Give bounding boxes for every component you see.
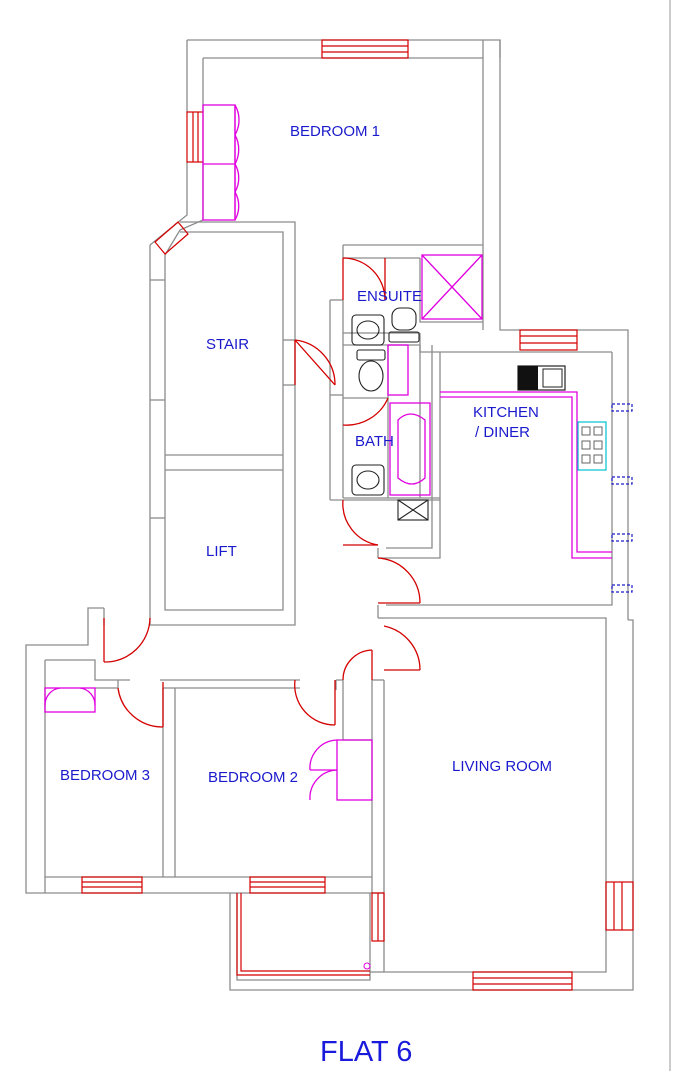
label-bath: BATH [355, 433, 394, 450]
label-diner: / DINER [475, 424, 530, 441]
label-ensuite: ENSUITE [357, 288, 422, 305]
kitchen-fixtures [517, 365, 633, 593]
plan-title: FLAT 6 [320, 1036, 412, 1068]
doors [103, 257, 421, 728]
walls [25, 39, 634, 991]
label-bedroom-3: BEDROOM 3 [60, 767, 150, 784]
room-labels: BEDROOM 1 ENSUITE STAIR BATH KITCHEN / D… [60, 123, 552, 786]
label-living-room: LIVING ROOM [452, 758, 552, 775]
sanitary-fixtures [351, 307, 429, 521]
label-stair: STAIR [206, 336, 249, 353]
wardrobes [44, 104, 612, 801]
windows [81, 39, 634, 991]
riser-shaft [421, 254, 483, 320]
label-kitchen: KITCHEN [473, 404, 539, 421]
label-lift: LIFT [206, 543, 237, 560]
label-bedroom-1: BEDROOM 1 [290, 123, 380, 140]
label-bedroom-2: BEDROOM 2 [208, 769, 298, 786]
